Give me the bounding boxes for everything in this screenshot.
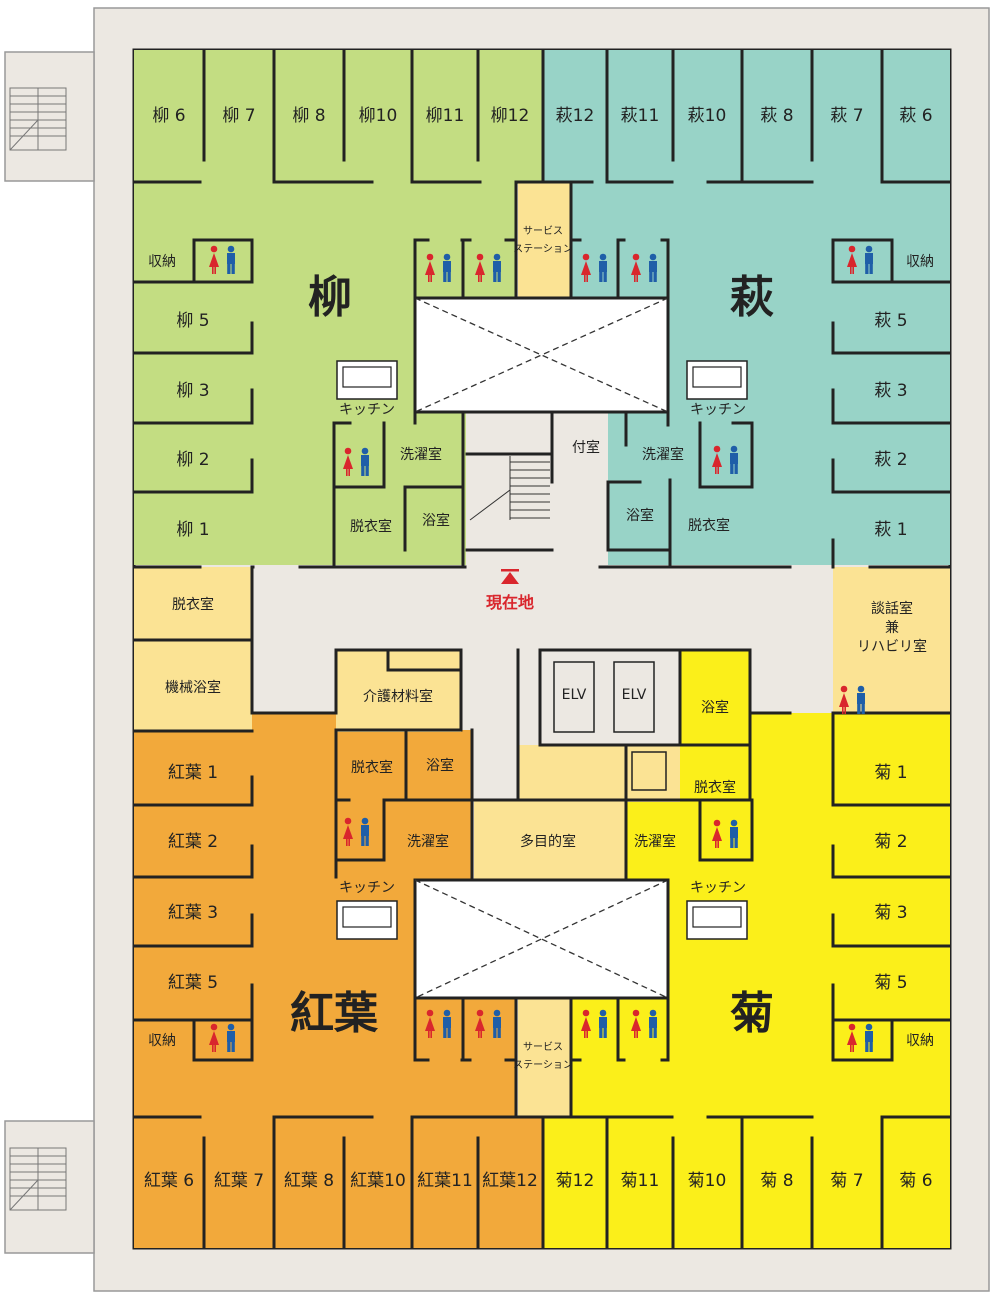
wing-name-kiku: 菊 [730,988,774,1039]
room-label: 菊 5 [874,973,907,993]
room-label: 紅葉 7 [214,1171,264,1191]
room-label: 柳 8 [292,106,325,126]
room-label: 菊 7 [830,1171,863,1191]
service-station-label: サービス [523,1041,563,1053]
room-label: 菊 2 [874,832,907,852]
wing-yanagi-fill [134,50,544,184]
lounge-label: 談話室 [871,600,913,617]
bath-label: 浴室 [626,507,654,524]
room-label: 柳12 [491,106,530,126]
dressing-label: 脱衣室 [172,596,214,613]
kitchen-label: キッチン [339,880,395,896]
room-label: 紅葉 5 [168,973,218,993]
room-label: 紅葉10 [350,1171,406,1191]
room-label: 菊10 [688,1171,727,1191]
dressing-label: 脱衣室 [688,517,730,534]
sofa-yanagi [336,360,398,400]
machine-bath-label: 機械浴室 [165,679,221,696]
room-label: 柳 3 [176,381,209,401]
room-label: 萩 2 [874,450,907,470]
dressing-label: 脱衣室 [351,759,393,776]
room-label: 柳11 [426,106,465,126]
room-label: 紅葉 1 [168,763,218,783]
laundry-label: 洗濯室 [642,446,684,463]
laundry-label: 洗濯室 [407,833,449,850]
dressing-label: 脱衣室 [694,779,736,796]
room-label: 萩10 [688,106,727,126]
annex-label: 付室 [572,439,600,456]
bath-label: 浴室 [426,757,454,774]
kitchen-label: キッチン [339,402,395,418]
room-label: 柳 5 [176,311,209,331]
room-label: 菊11 [621,1171,660,1191]
room-label: 菊 6 [899,1171,932,1191]
service-station-label: サービス [523,225,563,237]
bath-label: 浴室 [701,699,729,716]
wing-name-hagi: 萩 [730,272,774,323]
elevator-label: ELV [562,687,587,703]
sofa-kiku [686,900,748,940]
room-label: 萩12 [556,106,595,126]
care-storage-label: 介護材料室 [363,688,433,705]
multipurpose-label: 多目的室 [520,833,576,850]
room-label: 柳10 [359,106,398,126]
room-label: 柳 6 [152,106,185,126]
bath-label: 浴室 [422,512,450,529]
room-label: 紅葉11 [417,1171,473,1191]
lounge-label: リハビリ室 [857,638,927,655]
kitchen-label: キッチン [690,402,746,418]
service-station-label: ステーション [513,244,573,255]
room-label: 菊 8 [760,1171,793,1191]
room-label: 紅葉12 [482,1171,538,1191]
storage-label: 収納 [148,1033,176,1049]
current-location-label: 現在地 [486,593,534,612]
room-label: 柳 1 [176,520,209,540]
room-label: 紅葉 3 [168,903,218,923]
sofa-hagi [686,360,748,400]
dressing-label: 脱衣室 [350,518,392,535]
kitchen-label: キッチン [690,880,746,896]
room-label: 紅葉 6 [144,1171,194,1191]
room-label: 萩 6 [899,106,932,126]
room-label: 萩 1 [874,520,907,540]
storage-label: 収納 [906,254,934,270]
wing-name-momiji: 紅葉 [290,988,379,1039]
room-label: 柳 7 [222,106,255,126]
room-label: 紅葉 8 [284,1171,334,1191]
room-label: 菊12 [556,1171,595,1191]
room-label: 萩 7 [830,106,863,126]
elevator-label: ELV [622,687,647,703]
sofa-momiji [336,900,398,940]
room-label: 萩 3 [874,381,907,401]
wing-name-yanagi: 柳 [308,272,352,323]
current-location-marker [501,569,519,584]
lounge-label: 兼 [885,620,899,636]
laundry-label: 洗濯室 [634,833,676,850]
room-label: 萩 8 [760,106,793,126]
room-label: 菊 1 [874,763,907,783]
laundry-label: 洗濯室 [400,446,442,463]
room-label: 萩11 [621,106,660,126]
storage-label: 収納 [906,1033,934,1049]
service-station-label: ステーション [513,1060,573,1071]
room-label: 柳 2 [176,450,209,470]
room-label: 紅葉 2 [168,832,218,852]
room-label: 萩 5 [874,311,907,331]
storage-label: 収納 [148,254,176,270]
room-label: 菊 3 [874,903,907,923]
